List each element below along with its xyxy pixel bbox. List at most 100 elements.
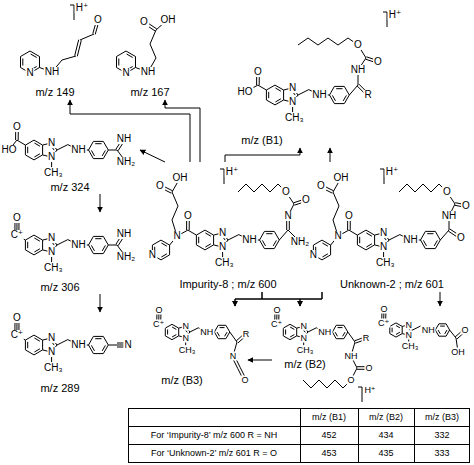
- atom-label: O: [183, 211, 193, 221]
- table-cell: 435: [377, 449, 394, 458]
- atom-label: NH: [241, 235, 257, 245]
- atom-label: C⁺: [10, 230, 25, 240]
- atom-label: N: [299, 333, 308, 342]
- atom-label: O: [93, 15, 103, 25]
- atom-label: OH: [172, 173, 189, 183]
- atom-label: N: [47, 347, 56, 357]
- fragmentation-arrow: [225, 148, 300, 162]
- atom-label: N: [379, 242, 388, 252]
- table-cell: 453: [320, 449, 337, 458]
- fragment-structure: Unknown-2 ; m/z 601H⁺ONNOOHNNCH₃NHONHOO: [312, 162, 472, 292]
- fragment-label: m/z 324: [49, 182, 90, 193]
- atom-label: CH₃: [296, 345, 315, 354]
- fragment-label: m/z 149: [34, 87, 75, 98]
- fragment-structure: m/z 289OC⁺NNCH₃NHN: [0, 312, 140, 396]
- fragmentation-arrow: [330, 148, 331, 162]
- atom-label: O: [272, 306, 281, 315]
- table-rule: [128, 426, 470, 427]
- atom-label: N: [25, 68, 34, 78]
- atom-label: N: [181, 322, 190, 331]
- atom-label: O: [154, 306, 163, 315]
- atom-label: O: [364, 364, 373, 373]
- atom-label: R: [363, 90, 372, 100]
- atom-label: O: [281, 187, 291, 197]
- atom-label: N: [148, 250, 157, 260]
- table-cell: 333: [433, 449, 450, 458]
- atom-label: O: [456, 233, 466, 243]
- atom-label: N: [47, 247, 56, 257]
- table-cell: 452: [320, 431, 337, 440]
- atom-label: H⁺: [385, 167, 400, 177]
- atom-label: C⁺: [377, 318, 390, 327]
- atom-label: H⁺: [388, 10, 403, 20]
- table-rule: [358, 408, 359, 463]
- atom-label: O: [460, 326, 469, 335]
- atom-label: O: [240, 376, 249, 385]
- fragment-structure: m/z 167NNHOOH: [110, 0, 184, 100]
- fragmentation-arrow: [140, 150, 165, 162]
- atom-label: OH: [333, 173, 350, 183]
- atom-label: OH: [160, 15, 177, 25]
- atom-label: O: [301, 195, 311, 205]
- atom-label: NH: [140, 67, 156, 77]
- table-cell: m/z (B2): [368, 413, 404, 422]
- atom-label: O: [353, 40, 363, 50]
- atom-label: N: [283, 211, 292, 221]
- atom-label: N: [309, 250, 318, 260]
- table-cell: 434: [377, 431, 394, 440]
- atom-label: CH₃: [178, 345, 197, 354]
- atom-label: O: [346, 376, 355, 385]
- atom-label: N: [123, 340, 132, 350]
- atom-label: O: [155, 181, 165, 191]
- fragmentation-arrow: [70, 100, 190, 162]
- atom-label: H⁺: [225, 167, 240, 177]
- fragmentation-arrow: [100, 294, 101, 312]
- atom-label: N: [47, 152, 56, 162]
- atom-label: NH: [199, 328, 214, 337]
- fragment-label: Impurity-8 ; m/z 600: [178, 279, 277, 290]
- fragment-label: m/z (B1): [240, 135, 284, 146]
- atom-label: NH₂: [116, 252, 136, 262]
- atom-label: C⁺: [152, 320, 165, 329]
- fragment-structure: m/z (B2)H⁺OC⁺NNCH₃NHRNHOO: [272, 306, 376, 400]
- atom-label: NH: [441, 211, 457, 221]
- atom-label: R: [362, 334, 371, 343]
- fragmentation-arrow: [440, 292, 441, 306]
- atom-label: N: [299, 322, 308, 331]
- atom-label: O: [442, 187, 452, 197]
- atom-label: N: [333, 231, 342, 241]
- atom-label: NH: [70, 340, 86, 350]
- atom-label: CH₃: [375, 258, 396, 268]
- atom-label: NH: [116, 229, 132, 239]
- table-cell: m/z (B3): [424, 413, 460, 422]
- atom-label: N: [288, 83, 297, 93]
- atom-label: O: [379, 305, 388, 314]
- fragment-structure: m/z (B1)H⁺OHONNCH₃NHRNHOO: [232, 0, 472, 148]
- atom-label: R: [242, 330, 251, 339]
- fragmentation-arrow: [165, 100, 200, 162]
- table-border: [129, 409, 470, 463]
- atom-label: H⁺: [75, 3, 90, 13]
- fragment-structure: m/z 324OHONNCH₃NHNHNH₂: [0, 120, 140, 194]
- atom-label: O: [139, 17, 149, 27]
- atom-label: O: [316, 181, 326, 191]
- atom-label: CH₃: [43, 168, 64, 178]
- atom-label: O: [12, 213, 22, 223]
- table-cell: 332: [433, 431, 450, 440]
- fragment-structure: m/z (B3)OC⁺NNCH₃NHRNO: [148, 306, 248, 400]
- fragmentation-arrow: [300, 292, 322, 306]
- fragment-structure: Impurity-8 ; m/z 600H⁺ONNOOHNNCH₃NHNNH₂O…: [147, 162, 310, 292]
- fragment-structure: m/z 149H⁺NNHO: [5, 0, 105, 100]
- table-cell: m/z (B1): [311, 413, 347, 422]
- fragmentation-arrow: [235, 292, 322, 306]
- mass-table-grid: [128, 408, 470, 463]
- fragment-structure: m/z 306OC⁺NNCH₃NHNHNH₂: [0, 212, 140, 294]
- atom-label: H⁺: [363, 386, 376, 395]
- atom-label: N: [288, 97, 297, 107]
- atom-label: CH₃: [284, 113, 305, 123]
- atom-label: HO: [237, 87, 254, 97]
- atom-label: N: [218, 228, 227, 238]
